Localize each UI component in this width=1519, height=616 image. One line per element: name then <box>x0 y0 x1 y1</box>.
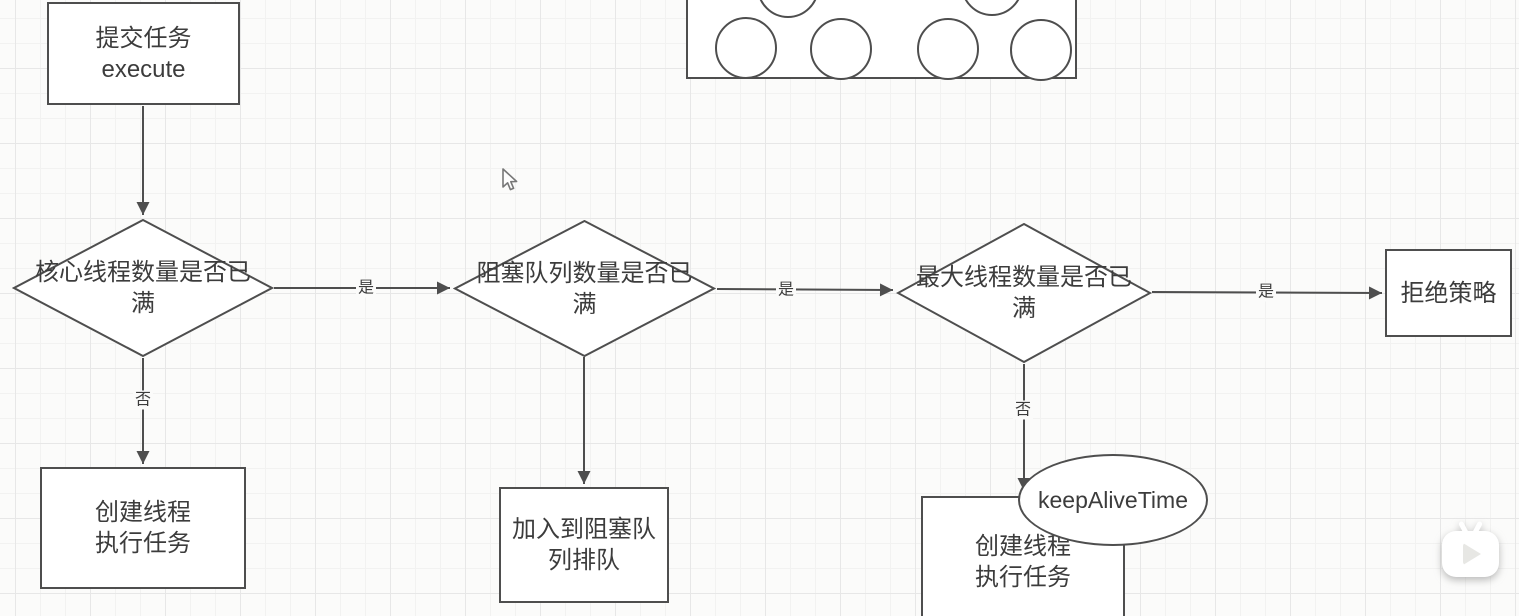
play-triangle-icon <box>1463 543 1481 565</box>
node-label: 阻塞队列数量是否已 <box>476 259 693 287</box>
decision-core-threads-full: 核心线程数量是否已 满 <box>12 219 274 357</box>
node-label: 执行任务 <box>975 564 1071 591</box>
node-label: 拒绝策略 <box>1400 279 1497 307</box>
thread-circle <box>810 18 872 80</box>
node-enqueue-blocking-queue: 加入到阻塞队 列排队 <box>499 487 669 603</box>
node-reject-policy: 拒绝策略 <box>1385 249 1512 337</box>
arrow-queue-to-max <box>716 283 894 297</box>
node-create-thread-core: 创建线程 执行任务 <box>40 467 246 589</box>
node-submit-task: 提交任务 execute <box>47 2 240 105</box>
diamond-shape <box>453 220 716 357</box>
thread-circle <box>917 18 979 80</box>
node-label: 核心线程数量是否已 <box>35 259 251 286</box>
node-label: 满 <box>1012 295 1036 322</box>
edge-label-no: 否 <box>1012 400 1034 420</box>
node-keep-alive-time: keepAliveTime <box>1018 454 1208 546</box>
node-label: 加入到阻塞队 <box>512 516 656 543</box>
node-label: 创建线程 <box>975 533 1071 560</box>
node-label: 满 <box>572 290 597 318</box>
tv-play-icon <box>1442 531 1499 577</box>
decision-max-threads-full: 最大线程数量是否已 满 <box>896 223 1152 363</box>
thread-circle <box>715 17 777 79</box>
diamond-shape <box>896 223 1152 363</box>
node-label: 提交任务 <box>95 24 192 52</box>
node-label: 最大线程数量是否已 <box>916 264 1132 291</box>
edge-label-yes: 是 <box>355 278 377 298</box>
thread-circle <box>1010 19 1072 81</box>
edge-label-yes: 是 <box>775 280 797 300</box>
edge-label-no: 否 <box>132 390 154 410</box>
node-label: execute <box>101 55 186 83</box>
mouse-pointer-icon <box>502 168 518 191</box>
edge-label-yes: 是 <box>1255 282 1277 302</box>
node-label: 列排队 <box>548 547 620 574</box>
video-watermark <box>1440 518 1500 580</box>
node-label: 创建线程 <box>95 499 191 526</box>
decision-queue-full: 阻塞队列数量是否已 满 <box>453 220 716 357</box>
node-label: keepAliveTime <box>1038 486 1188 513</box>
node-label: 满 <box>131 290 155 317</box>
node-label: 执行任务 <box>95 530 191 557</box>
diamond-shape <box>12 219 274 357</box>
